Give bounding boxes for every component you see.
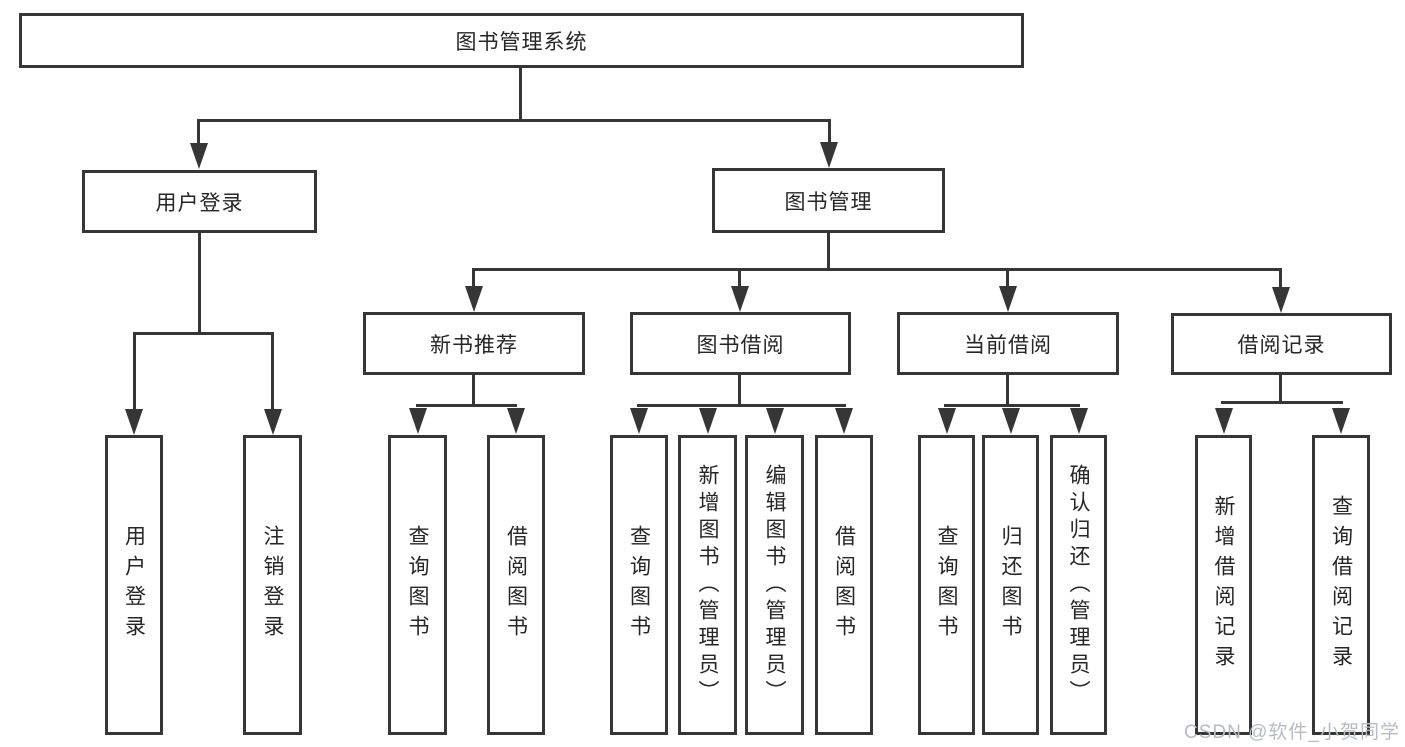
node-borrowing-records: 借阅记录: [1171, 313, 1392, 375]
connector: [1221, 401, 1343, 404]
leaf-return-books: 归还图书: [982, 435, 1039, 735]
arrowhead: [125, 409, 143, 435]
leaf-user-login: 用户登录: [105, 435, 163, 735]
connector: [1006, 375, 1009, 406]
arrowhead: [409, 408, 427, 434]
leaf-query-books-2: 查询图书: [610, 435, 668, 735]
node-label: 借阅记录: [1237, 334, 1326, 357]
node-book-management: 图书管理: [712, 168, 945, 233]
arrowhead: [1272, 287, 1290, 313]
arrowhead: [766, 408, 784, 434]
leaf-edit-books-admin: 编辑图书（管理员）: [745, 435, 804, 735]
arrowhead: [820, 142, 838, 168]
connector: [738, 375, 741, 406]
node-new-book-recommend: 新书推荐: [363, 312, 585, 375]
connector: [198, 233, 201, 334]
node-label: 图书管理系统: [455, 30, 588, 54]
connector: [828, 121, 831, 146]
leaf-label: 查询图书: [935, 525, 958, 645]
connector: [197, 119, 831, 122]
leaf-label: 借阅图书: [504, 525, 528, 645]
arrowhead: [190, 143, 208, 169]
connector: [519, 66, 522, 120]
arrowhead: [1002, 408, 1020, 434]
node-label: 图书借阅: [696, 333, 785, 357]
leaf-add-books-admin: 新增图书（管理员）: [678, 435, 737, 735]
connector: [416, 404, 517, 407]
connector: [472, 375, 475, 406]
leaf-label: 查询图书: [627, 525, 651, 645]
connector: [738, 270, 741, 288]
connector: [1006, 270, 1009, 288]
arrowhead: [465, 286, 483, 312]
leaf-label: 确认归还（管理员）: [1067, 463, 1090, 707]
connector: [133, 334, 136, 410]
leaf-label: 用户登录: [122, 525, 146, 645]
arrowhead: [1070, 408, 1088, 434]
leaf-label: 编辑图书（管理员）: [763, 463, 786, 707]
arrowhead: [1332, 408, 1350, 434]
node-label: 用户登录: [155, 191, 244, 215]
connector: [1279, 375, 1282, 403]
leaf-query-borrow-record: 查询借阅记录: [1312, 435, 1370, 735]
connector: [944, 404, 1080, 407]
connector: [271, 334, 274, 410]
leaf-borrow-books-2: 借阅图书: [815, 435, 873, 735]
leaf-label: 归还图书: [999, 525, 1022, 645]
leaf-label: 借阅图书: [832, 525, 856, 645]
arrowhead: [835, 408, 853, 434]
connector: [1279, 270, 1282, 288]
node-book-borrowing: 图书借阅: [630, 312, 851, 375]
csdn-watermark: CSDN @软件_小贺同学: [1184, 722, 1400, 743]
arrowhead: [264, 409, 282, 435]
leaf-label: 查询图书: [406, 525, 429, 645]
node-current-borrowing: 当前借阅: [897, 312, 1119, 375]
leaf-add-borrow-record: 新增借阅记录: [1195, 435, 1252, 735]
leaf-query-books-1: 查询图书: [388, 435, 447, 735]
connector: [197, 121, 200, 146]
leaf-logout: 注销登录: [243, 435, 302, 735]
node-user-login: 用户登录: [82, 170, 317, 233]
leaf-label: 查询借阅记录: [1329, 495, 1353, 675]
node-label: 新书推荐: [430, 333, 518, 357]
leaf-label: 新增借阅记录: [1212, 495, 1235, 675]
arrowhead: [630, 408, 648, 434]
node-label: 图书管理: [784, 190, 873, 214]
leaf-confirm-return-admin: 确认归还（管理员）: [1050, 435, 1107, 735]
arrowhead: [507, 408, 525, 434]
connector: [472, 270, 475, 288]
arrowhead: [938, 408, 956, 434]
leaf-borrow-books-1: 借阅图书: [487, 435, 545, 735]
arrowhead: [731, 286, 749, 312]
connector: [472, 268, 1282, 271]
leaf-query-books-3: 查询图书: [918, 435, 975, 735]
node-root-system: 图书管理系统: [19, 13, 1024, 68]
arrowhead: [999, 286, 1017, 312]
arrowhead: [1215, 408, 1233, 434]
connector: [133, 332, 274, 335]
node-label: 当前借阅: [964, 333, 1052, 357]
leaf-label: 新增图书（管理员）: [696, 463, 719, 707]
arrowhead: [699, 408, 717, 434]
connector: [827, 233, 830, 269]
connector: [637, 404, 846, 407]
leaf-label: 注销登录: [261, 525, 284, 645]
